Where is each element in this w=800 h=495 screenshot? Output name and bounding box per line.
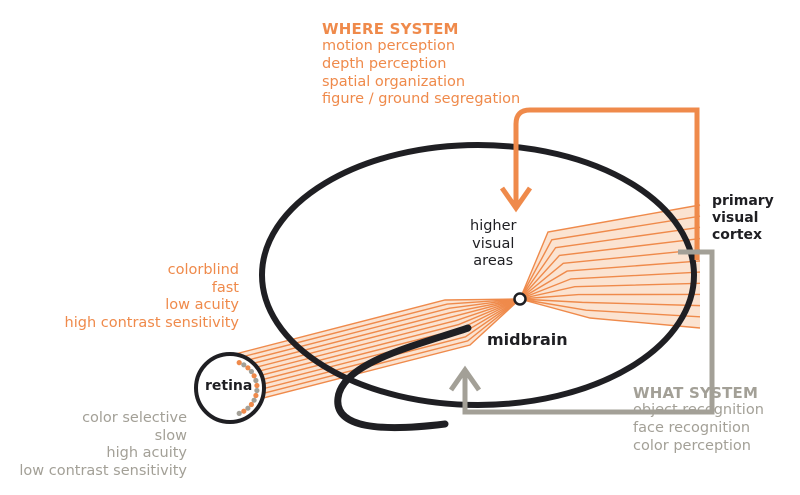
fiber-line xyxy=(519,282,701,300)
parvo-property: slow xyxy=(154,427,187,444)
midbrain-node xyxy=(513,292,527,306)
fiber-line xyxy=(519,226,701,300)
retina-dot xyxy=(245,405,251,411)
fiber-line xyxy=(220,298,521,378)
retina-dot xyxy=(236,410,242,416)
fiber-line xyxy=(231,298,521,398)
primary-visual-cortex-line: visual xyxy=(712,210,759,227)
higher-visual-areas-line: higher xyxy=(470,218,517,234)
fiber-line xyxy=(519,249,701,300)
parvo-property: high acuity xyxy=(106,445,187,462)
retina-dot xyxy=(254,382,260,389)
fiber-line xyxy=(519,298,701,329)
magno-property: colorblind xyxy=(167,262,239,278)
midbrain-label: midbrain xyxy=(487,330,568,349)
retina-dot xyxy=(236,360,242,366)
brainstem-curve xyxy=(334,324,472,432)
higher-visual-areas-line: areas xyxy=(473,253,514,270)
parvo-property: low contrast sensitivity xyxy=(19,463,187,480)
what-system-title: WHAT SYSTEM xyxy=(633,384,759,402)
retina-dot xyxy=(245,365,251,371)
magno-properties-block: colorblind fast low acuity high contrast… xyxy=(65,262,239,333)
higher-visual-areas-label: higher visual areas xyxy=(470,218,517,271)
where-item: depth perception xyxy=(322,55,447,72)
primary-visual-cortex-line: primary xyxy=(712,193,774,209)
where-system-block: WHERE SYSTEM motion perception depth per… xyxy=(322,20,520,109)
magno-property: fast xyxy=(211,279,239,296)
what-item: face recognition xyxy=(633,419,751,436)
where-item: spatial organization xyxy=(322,73,466,90)
fiber-bundle-fill xyxy=(212,205,700,405)
retina-receptor-dots xyxy=(236,360,260,416)
retina-dot xyxy=(254,387,260,394)
fiber-line xyxy=(519,293,701,300)
parvo-property: color selective xyxy=(82,410,187,426)
retina-eyeball xyxy=(194,352,266,424)
higher-visual-areas-line: visual xyxy=(472,235,515,252)
retina-dot xyxy=(251,373,257,379)
what-system-block: WHAT SYSTEM object recognition face reco… xyxy=(633,384,764,455)
retina-dot xyxy=(248,401,254,408)
fiber-line xyxy=(519,298,701,307)
fiber-line xyxy=(519,260,701,300)
magno-property: high contrast sensitivity xyxy=(64,315,239,332)
retina-dot xyxy=(248,368,254,375)
what-item: object recognition xyxy=(633,402,764,419)
fiber-line xyxy=(216,298,521,369)
retina-dot xyxy=(253,392,259,399)
fiber-line xyxy=(222,298,521,382)
fiber-line xyxy=(519,237,701,300)
fiber-line xyxy=(519,298,701,318)
where-item: motion perception xyxy=(322,38,456,55)
primary-visual-cortex-label: primary visual cortex xyxy=(712,193,774,244)
fiber-line xyxy=(218,298,521,373)
fiber-line xyxy=(519,215,701,300)
retina-dot xyxy=(253,377,259,384)
where-feedback-loop xyxy=(513,107,700,260)
what-feedback-loop xyxy=(462,249,715,415)
fiber-line xyxy=(224,298,521,386)
retina-dot xyxy=(241,362,247,368)
primary-visual-cortex-line: cortex xyxy=(712,227,763,244)
where-item: figure / ground segregation xyxy=(322,91,521,108)
retina-dot xyxy=(241,408,247,414)
magno-property: low acuity xyxy=(165,297,239,314)
fiber-line xyxy=(233,298,521,402)
arrow-down-icon xyxy=(499,186,533,213)
arrow-up-icon xyxy=(448,365,482,392)
fiber-line xyxy=(519,204,701,300)
parvo-properties-block: color selective slow high acuity low con… xyxy=(19,410,187,481)
retina-label: retina xyxy=(205,378,253,394)
fiber-line xyxy=(235,298,521,406)
retina-dot xyxy=(251,397,257,403)
what-item: color perception xyxy=(633,437,751,454)
brain-outline xyxy=(259,142,697,408)
fiber-line xyxy=(519,271,701,300)
where-system-title: WHERE SYSTEM xyxy=(322,20,459,38)
